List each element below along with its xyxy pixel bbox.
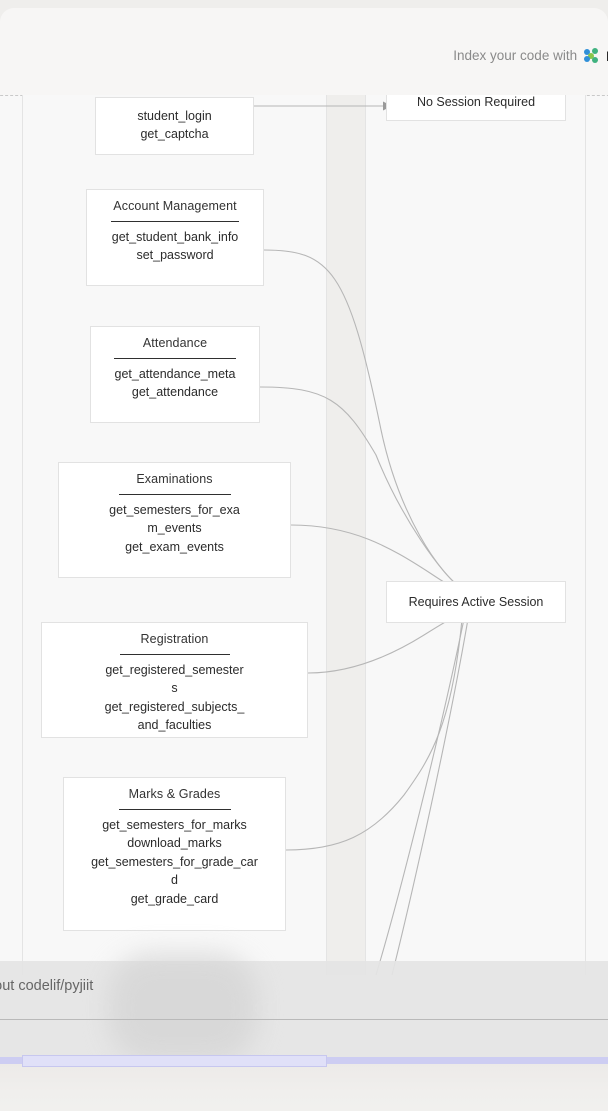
method-name: get_exam_events xyxy=(125,539,224,554)
method-name: get_registered_semesters xyxy=(105,663,244,696)
page-surface: student_login get_captcha Account Manage… xyxy=(0,8,608,1111)
method-name: get_attendance xyxy=(131,385,219,400)
class-node-no-session-required[interactable]: No Session Required xyxy=(386,95,566,121)
class-node-title: Attendance xyxy=(142,336,208,350)
promo-brand-text: De xyxy=(606,48,608,64)
method-name: set_password xyxy=(136,248,214,263)
ask-devin-upper-band: about codelif/pyjiit xyxy=(0,961,608,1020)
subgraph-right-panel xyxy=(365,95,586,975)
devin-logo-icon xyxy=(584,48,599,64)
class-node-title: Registration xyxy=(140,632,209,646)
class-node-divider xyxy=(111,221,239,222)
ask-devin-label: about codelif/pyjiit xyxy=(0,978,94,994)
class-node-methods: get_semesters_for_marks download_marks g… xyxy=(64,810,285,916)
class-node-divider xyxy=(118,494,231,495)
class-node-title: Marks & Grades xyxy=(128,787,221,801)
method-name: get_attendance_meta xyxy=(114,367,236,381)
class-node-methods: get_student_bank_info set_password xyxy=(87,222,263,273)
class-node-divider xyxy=(119,654,230,655)
method-name: get_semesters_for_grade_card xyxy=(91,854,258,888)
method-name: get_grade_card xyxy=(130,891,219,906)
class-node-divider xyxy=(114,358,236,359)
page-bottom-fade xyxy=(0,1063,608,1111)
class-node-marks-grades[interactable]: Marks & Grades get_semesters_for_marks d… xyxy=(63,777,286,931)
class-node-title: Examinations xyxy=(136,472,213,486)
highlight-bar-inner xyxy=(22,1055,327,1067)
promo-prefix-text: Index your code with xyxy=(453,48,578,63)
class-node-title: Account Management xyxy=(113,199,237,213)
class-node-authentication[interactable]: student_login get_captcha xyxy=(95,97,254,155)
overlay-blur-decoration xyxy=(108,953,258,1063)
class-node-account-management[interactable]: Account Management get_student_bank_info… xyxy=(86,189,264,286)
method-name: get_semesters_for_marks xyxy=(102,818,247,832)
class-node-requires-active-session[interactable]: Requires Active Session xyxy=(386,581,566,623)
class-node-methods: get_attendance_meta get_attendance xyxy=(91,359,259,410)
class-node-methods: get_registered_semesters get_registered_… xyxy=(42,655,307,743)
node-label: No Session Required xyxy=(416,95,536,109)
ask-devin-overlay[interactable]: about codelif/pyjiit xyxy=(0,953,608,1063)
node-label: Requires Active Session xyxy=(408,595,544,609)
devin-promo-banner[interactable]: Index your code with De xyxy=(453,48,608,64)
class-node-methods: student_login get_captcha xyxy=(96,98,253,152)
method-name: get_student_bank_info xyxy=(111,230,239,244)
method-name: download_marks xyxy=(127,836,222,851)
method-name: get_registered_subjects_and_faculties xyxy=(104,699,245,733)
class-node-methods: get_semesters_for_exam_events get_exam_e… xyxy=(59,495,290,564)
page-header: Index your code with De xyxy=(0,16,608,95)
method-name: get_captcha xyxy=(140,127,209,142)
method-name: get_semesters_for_exam_events xyxy=(109,503,240,536)
class-node-divider xyxy=(118,809,231,810)
method-name: student_login xyxy=(137,109,212,123)
class-node-examinations[interactable]: Examinations get_semesters_for_exam_even… xyxy=(58,462,291,578)
subgraph-gutter xyxy=(327,95,365,975)
class-node-registration[interactable]: Registration get_registered_semesters ge… xyxy=(41,622,308,738)
mermaid-diagram-canvas[interactable]: student_login get_captcha Account Manage… xyxy=(0,95,608,975)
class-node-attendance[interactable]: Attendance get_attendance_meta get_atten… xyxy=(90,326,260,423)
